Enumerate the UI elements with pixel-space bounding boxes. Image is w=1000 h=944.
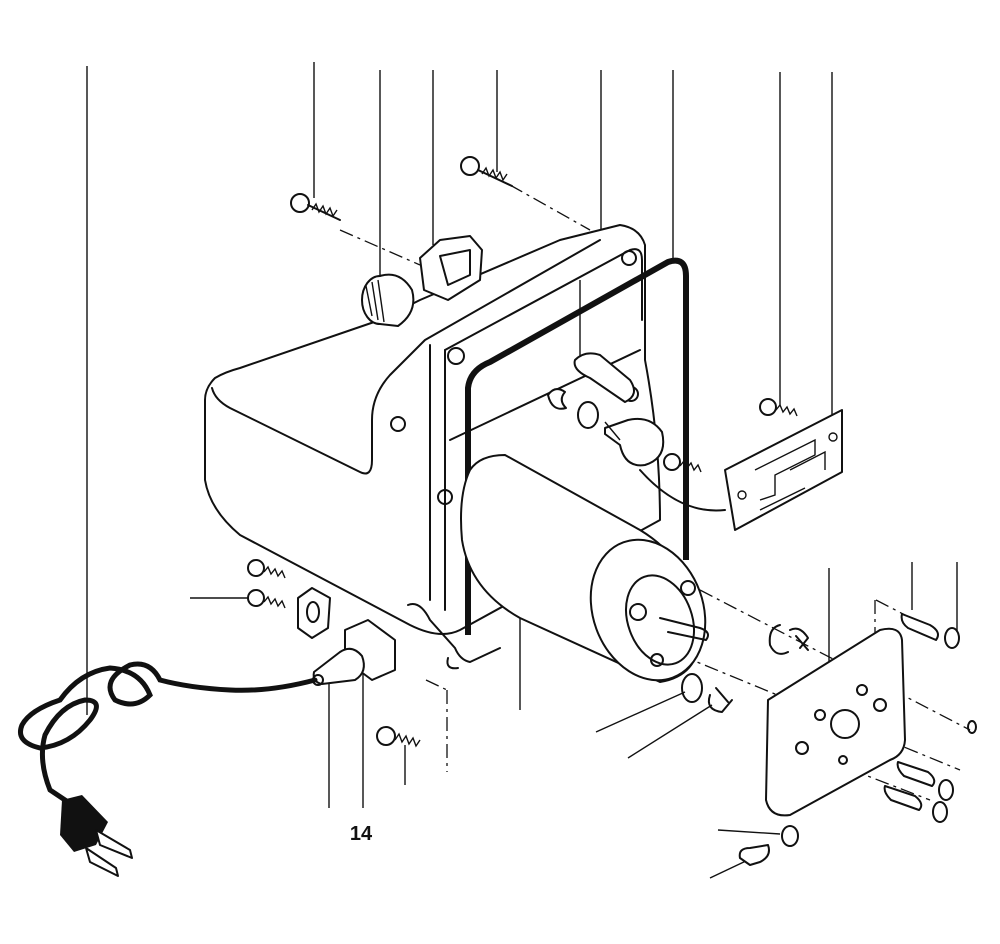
motor <box>460 454 709 683</box>
cable-gland <box>312 619 396 686</box>
screws <box>247 156 798 866</box>
switch <box>419 235 483 301</box>
gasket <box>465 257 689 635</box>
screw-lower-left-2 <box>247 589 286 609</box>
screw-top-left <box>290 193 341 221</box>
screw-plate-2 <box>663 453 702 473</box>
screw-top-center <box>460 156 513 187</box>
part-label-14: 14 <box>350 823 373 845</box>
screw-plate <box>759 398 798 417</box>
power-plug-icon <box>60 795 133 877</box>
adjust-knob <box>361 273 415 327</box>
power-cord <box>18 661 318 805</box>
leader-lines <box>86 62 958 879</box>
screw-lower-right <box>738 844 770 866</box>
cable-clamp <box>297 587 331 639</box>
screw-lower-left-1 <box>247 559 286 579</box>
bolts-right <box>781 613 977 847</box>
rating-plate <box>724 409 843 531</box>
spacer-pins <box>547 352 726 512</box>
retaining-rings <box>681 624 809 713</box>
mounting-plate <box>765 627 906 817</box>
screw-bottom <box>376 726 421 748</box>
